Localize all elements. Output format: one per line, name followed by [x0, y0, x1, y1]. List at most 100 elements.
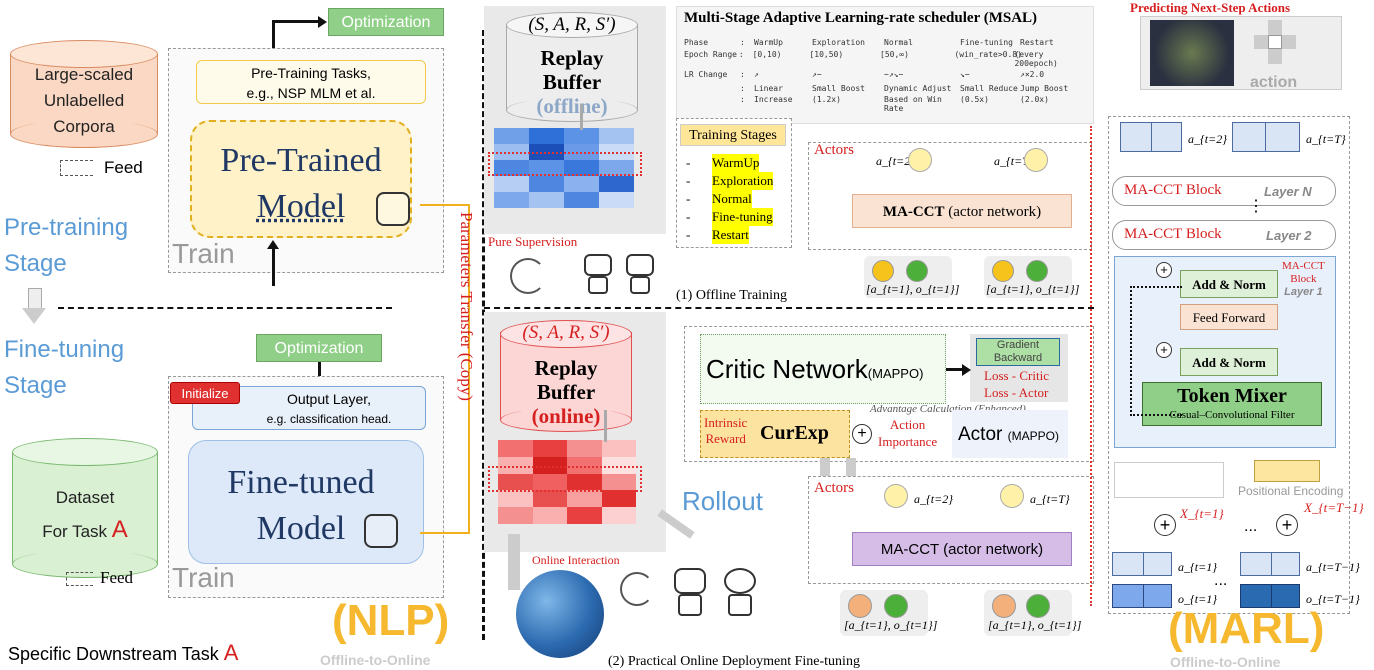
actors-top-a-t2: a_{t=2} — [876, 154, 916, 168]
intrinsic-reward: Intrinsic Reward — [704, 415, 748, 446]
curexp-label: CurExp — [760, 422, 829, 444]
actor-box — [952, 410, 1068, 458]
plus-circle-icon-4: + — [1154, 514, 1176, 536]
output-circle-1 — [908, 148, 932, 172]
marl-offline-online: Offline-to-Online — [1170, 654, 1281, 670]
residual-path — [1130, 286, 1182, 416]
params-transfer-line — [420, 204, 470, 534]
robot-icon-2 — [622, 254, 654, 298]
dataset-label-1: Dataset — [55, 488, 115, 507]
mact-bottom-box: MA-CCT (actor network) — [852, 532, 1072, 566]
specific-task-label: Specific Downstream Task A — [8, 640, 239, 665]
sars-online: (S, A, R, S′) — [522, 322, 610, 343]
feed-label-2: Feed — [100, 568, 134, 587]
output-token-2 — [1232, 122, 1300, 152]
action-label: action — [1250, 74, 1298, 91]
sinusoid-plot — [1114, 462, 1224, 498]
actors-bottom-panel — [808, 476, 1094, 584]
actors-top-label: Actors — [814, 142, 854, 158]
action-dpad-icon — [1254, 20, 1296, 64]
pos-enc-token — [1254, 460, 1320, 482]
earth-icon — [516, 570, 604, 658]
msal-panel — [676, 6, 1094, 124]
robot-icon-4 — [720, 568, 756, 624]
offline-heatmap — [494, 128, 634, 208]
middle-divider — [484, 307, 1094, 309]
online-heatmap — [498, 440, 636, 524]
output-token-1 — [1120, 122, 1182, 152]
input-token-aT — [1240, 552, 1300, 576]
plus-circle-icon-3: + — [1156, 342, 1172, 358]
add-norm-2: Add & Norm — [1180, 348, 1278, 376]
train-bottom-label: Train — [172, 562, 235, 593]
replay-online-label: Replay Buffer (online) — [531, 356, 601, 428]
pretrained-model-title: Pre-Trained Model — [220, 142, 382, 225]
actor-label: Actor (MAPPO) — [958, 424, 1059, 445]
replay-online-cylinder: (S, A, R, S′) Replay Buffer (online) — [500, 320, 632, 432]
output-circle-2 — [1024, 148, 1048, 172]
training-stages-list: -WarmUp -Exploration -Normal -Fine-tunin… — [686, 154, 774, 244]
critic-network-box — [700, 334, 946, 404]
action-importance: Action Importance — [878, 417, 938, 449]
msal-row-lr: LR Change:↗↗∼∼↗↘∼↘∼↗×2.0 — [684, 70, 1045, 79]
neural-net-icon-2 — [364, 514, 398, 548]
section-divider — [482, 30, 485, 640]
training-stages-title: Training Stages — [680, 124, 786, 146]
stage-down-arrow-icon — [22, 288, 46, 326]
rollout-label: Rollout — [682, 486, 763, 516]
input-token-a1 — [1112, 552, 1172, 576]
offline-training-label: (1) Offline Training — [676, 288, 787, 303]
replay-offline-label: Replay Buffer (offline) — [536, 46, 608, 118]
cycle-icon-2 — [620, 572, 654, 606]
output-circle-4 — [1000, 484, 1024, 508]
feed-label: Feed — [104, 158, 143, 177]
input-token-o1 — [1112, 584, 1172, 608]
output-circle-3 — [884, 484, 908, 508]
cycle-icon — [510, 258, 546, 294]
critic-network-title: Critic Network(MAPPO) — [706, 354, 924, 384]
mact-top-box: MA-CCT (actor network) — [852, 194, 1072, 228]
red-dotted-connector — [1090, 126, 1094, 606]
robot-icon-1 — [580, 254, 612, 298]
dataset-label-2: For Task A — [42, 516, 128, 543]
dataset-cylinder: Dataset For Task A — [12, 438, 158, 578]
curexp-box — [700, 410, 850, 458]
pretrained-model-box — [190, 120, 412, 238]
plus-circle-icon-5: + — [1276, 514, 1298, 536]
loss-actor: Loss - Actor — [984, 385, 1049, 400]
opt-arrow-line — [272, 20, 275, 50]
marl-panel — [1108, 116, 1350, 614]
online-bidirectional-arrow-icon — [508, 534, 520, 590]
feed-forward: Feed Forward — [1180, 304, 1278, 330]
actors-bottom-label: Actors — [814, 480, 854, 496]
plus-circle-icon-2: + — [1156, 262, 1172, 278]
online-deployment-label: (2) Practical Online Deployment Fine-tun… — [608, 654, 860, 669]
corpora-cylinder: Large-scaled Unlabelled Corpora — [10, 40, 158, 148]
token-mixer-box: Token Mixer Casual–Convolutional Filter — [1142, 382, 1322, 426]
actors-top-a-tT: a_{t=T} — [994, 154, 1034, 168]
feed-arrow-icon-2 — [66, 572, 93, 586]
nlp-label: (NLP) — [332, 596, 450, 645]
initialize-badge: Initialize — [170, 382, 240, 404]
loss-critic: Loss - Critic — [984, 368, 1049, 383]
nlp-offline-online: Offline-to-Online — [320, 652, 431, 668]
msal-title: Multi-Stage Adaptive Learning-rate sched… — [684, 10, 1038, 26]
block-layer-2 — [1112, 220, 1336, 250]
finetuned-model-title: Fine-tuned Model — [227, 464, 375, 547]
params-transfer-label: Parameters Transfer (Copy) — [457, 212, 476, 401]
replay-offline-cylinder: (S, A, R, S′) Replay Buffer (offline) — [506, 12, 638, 122]
stage-divider — [58, 307, 392, 309]
feed-arrow-icon — [60, 160, 93, 176]
pure-supervision-label: Pure Supervision — [488, 234, 578, 249]
finetuning-stage-label: Fine-tuning Stage — [4, 336, 125, 399]
add-norm-1: Add & Norm — [1180, 270, 1278, 298]
train-top-label: Train — [172, 238, 235, 269]
input-token-oT — [1240, 584, 1300, 608]
online-interaction-label: Online Interaction — [532, 553, 620, 567]
plus-circle-icon: + — [852, 424, 872, 444]
optimization-bottom: Optimization — [256, 334, 382, 362]
gradient-backward-box: Gradient Backward — [976, 338, 1060, 366]
